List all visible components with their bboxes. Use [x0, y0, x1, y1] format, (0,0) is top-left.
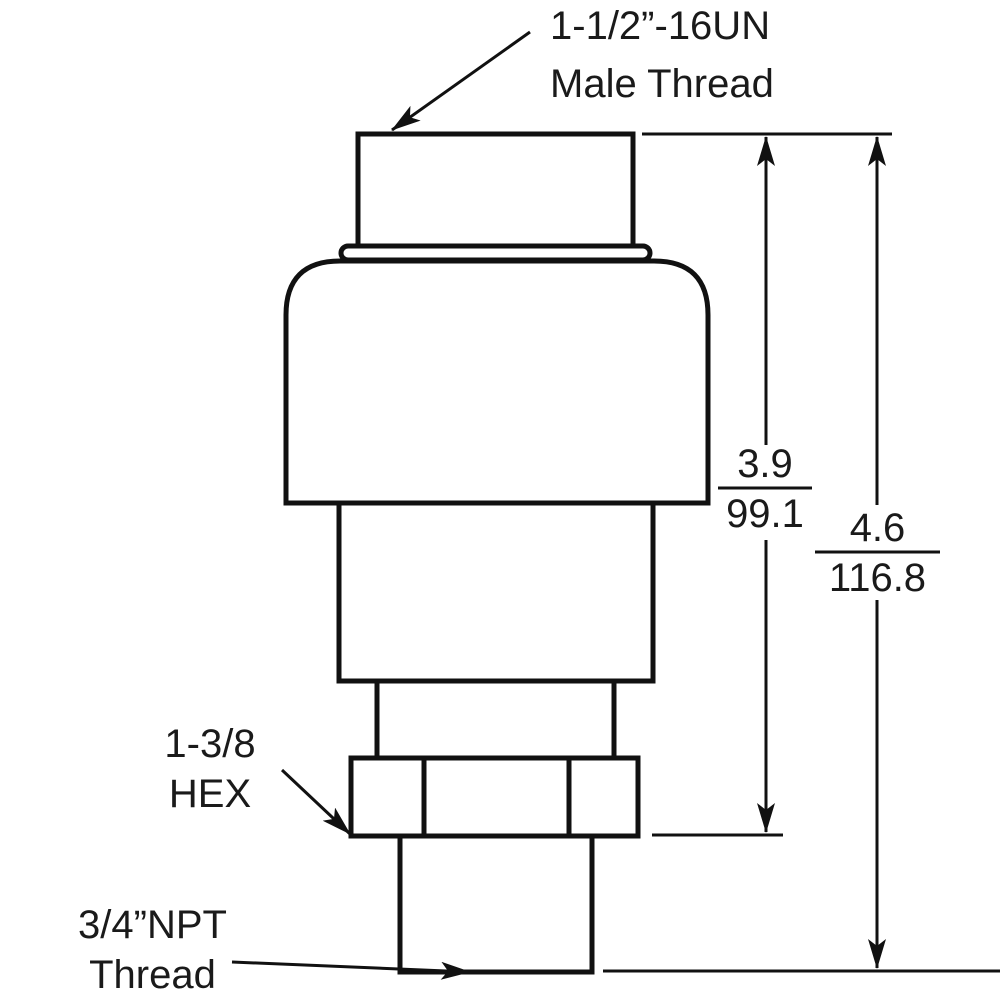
top-thread-label-line1: 1-1/2”-16UN	[550, 4, 771, 48]
neck	[374, 678, 617, 761]
flange-ring	[338, 243, 653, 263]
hex-label-line1: 1-3/8	[164, 722, 256, 766]
main-housing	[283, 258, 711, 506]
mid-body	[336, 500, 656, 684]
leader-top-thread	[391, 30, 531, 132]
npt-label-line1: 3/4”NPT	[78, 903, 227, 947]
leader-hex	[280, 768, 352, 836]
npt-thread-stem	[397, 833, 595, 975]
top-thread-cap	[355, 131, 636, 253]
top-thread-label-line2: Male Thread	[550, 62, 774, 106]
dim-short-mm: 99.1	[726, 492, 804, 536]
dim-overall-mm: 116.8	[828, 556, 927, 600]
npt-label-line2: Thread	[89, 953, 216, 997]
hex-nut	[348, 755, 641, 839]
leader-npt	[231, 960, 471, 980]
dim-overall-inches: 4.6	[849, 506, 906, 550]
dim-short-inches: 3.9	[737, 442, 793, 486]
hex-label-line2: HEX	[168, 772, 252, 816]
